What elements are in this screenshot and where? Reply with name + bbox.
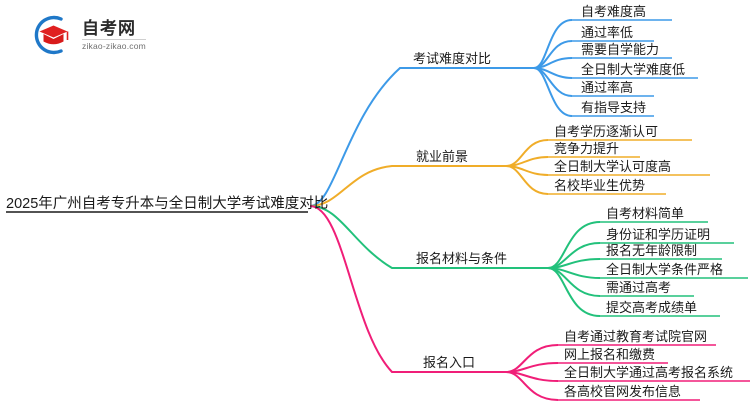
leaf-node[interactable]: 提交高考成绩单: [606, 300, 698, 315]
logo-name-en: zikao-zikao.com: [82, 38, 146, 51]
leaf-node[interactable]: 需通过高考: [606, 280, 672, 295]
leaf-node[interactable]: 有指导支持: [581, 100, 647, 115]
branch-label-exam-difficulty[interactable]: 考试难度对比: [413, 51, 492, 66]
leaf-node[interactable]: 名校毕业生优势: [554, 178, 646, 193]
site-logo: 自考网 zikao-zikao.com: [30, 12, 200, 58]
branch-label-employment-prospects[interactable]: 就业前景: [416, 149, 469, 164]
leaf-node[interactable]: 身份证和学历证明: [606, 227, 711, 242]
leaf-node[interactable]: 报名无年龄限制: [606, 243, 698, 258]
leaf-node[interactable]: 通过率高: [581, 80, 634, 95]
leaf-node[interactable]: 自考学历逐渐认可: [554, 124, 659, 139]
leaf-node[interactable]: 自考难度高: [581, 4, 647, 19]
leaf-node[interactable]: 全日制大学认可度高: [554, 159, 672, 174]
leaf-node[interactable]: 全日制大学难度低: [581, 62, 686, 77]
leaf-node[interactable]: 全日制大学通过高考报名系统: [564, 365, 734, 380]
leaf-node[interactable]: 需要自学能力: [581, 42, 660, 57]
logo-wordmark: 自考网 zikao-zikao.com: [82, 19, 146, 52]
branch-label-application-materials[interactable]: 报名材料与条件: [416, 251, 508, 266]
leaf-node[interactable]: 竞争力提升: [554, 141, 620, 156]
logo-name-cn: 自考网: [82, 18, 136, 38]
leaf-node[interactable]: 全日制大学条件严格: [606, 262, 724, 277]
leaf-node[interactable]: 自考通过教育考试院官网: [564, 329, 708, 344]
leaf-node[interactable]: 通过率低: [581, 25, 634, 40]
graduation-cap-icon: [30, 12, 76, 58]
leaf-node[interactable]: 各高校官网发布信息: [564, 384, 682, 399]
leaf-node[interactable]: 网上报名和缴费: [564, 347, 656, 362]
leaf-node[interactable]: 自考材料简单: [606, 206, 685, 221]
branch-label-application-entry[interactable]: 报名入口: [423, 355, 476, 370]
root-node-label: 2025年广州自考专升本与全日制大学考试难度对比: [6, 196, 329, 212]
